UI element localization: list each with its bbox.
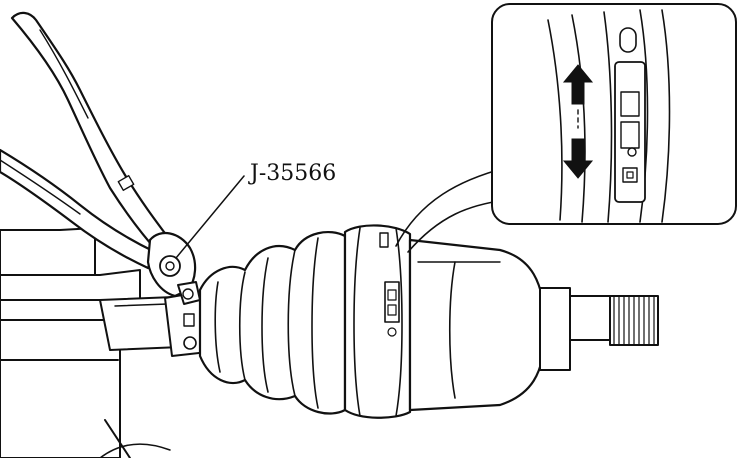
outer-cv-housing <box>408 238 547 412</box>
clamp-pliers-tool <box>0 11 201 305</box>
arrow-up-icon <box>562 64 594 105</box>
tool-callout: J-35566 <box>175 161 336 259</box>
cv-boot <box>198 231 347 415</box>
detail-inset <box>395 3 737 253</box>
arrow-down-icon <box>562 138 594 179</box>
transmission-housing <box>0 227 171 459</box>
tool-number-label: J-35566 <box>248 161 336 186</box>
stub-shaft <box>539 287 659 371</box>
large-boot-clamp <box>343 224 412 419</box>
